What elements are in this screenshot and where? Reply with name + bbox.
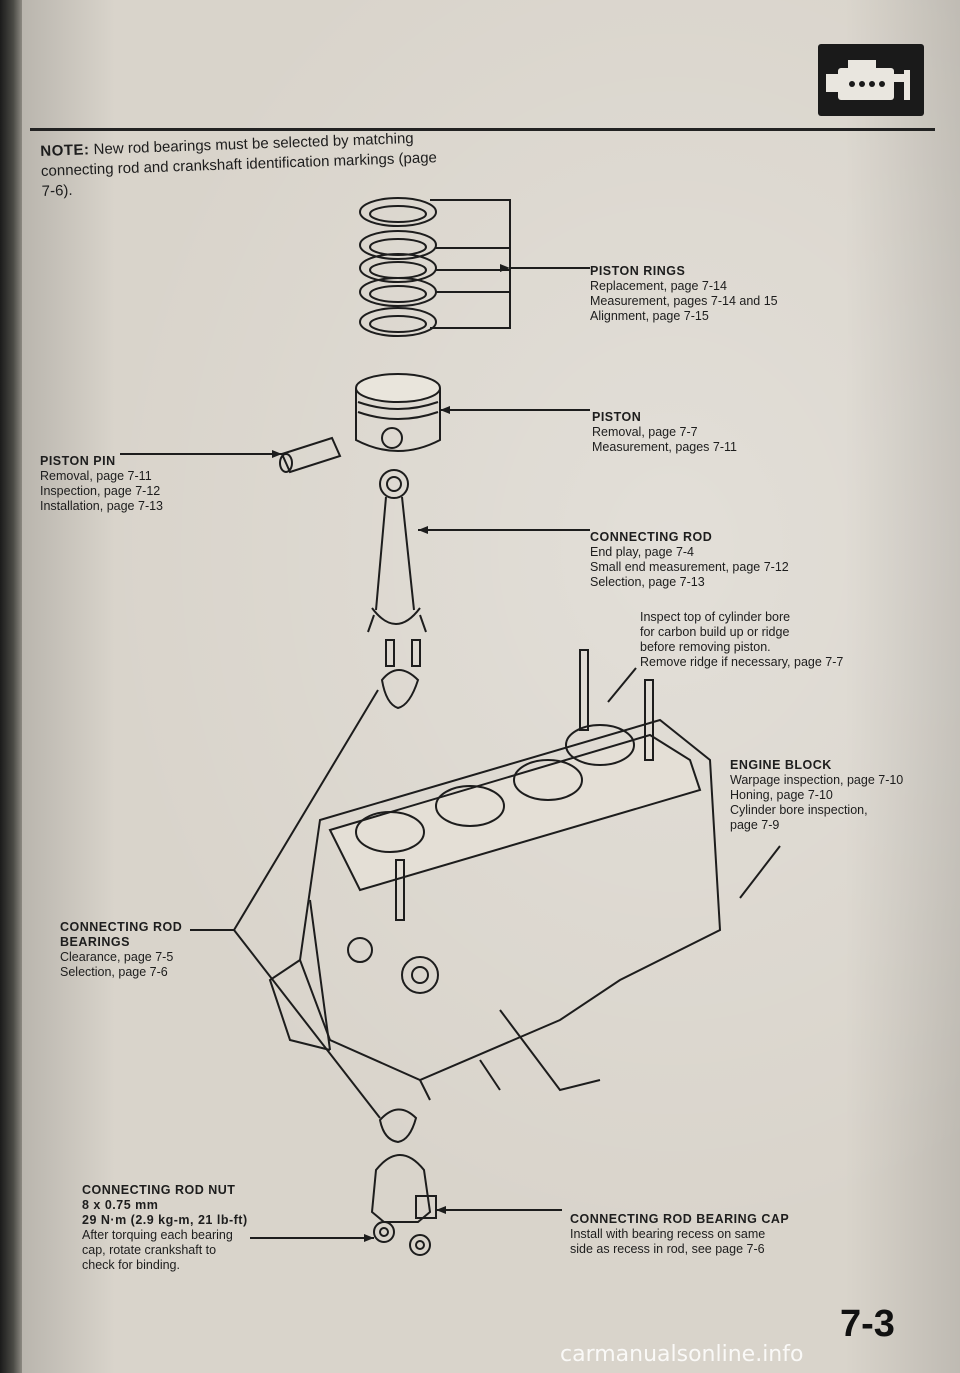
callout-line: side as recess in rod, see page 7-6 [570,1242,765,1256]
callout-line: Alignment, page 7-15 [590,309,709,323]
callout-line: Measurement, pages 7-14 and 15 [590,294,778,308]
engine-icon [818,44,924,116]
connecting-rod-illustration [367,469,590,667]
callout-line: cap, rotate crankshaft to [82,1243,217,1257]
callout-piston-rings: PISTON RINGS Replacement, page 7-14 Meas… [590,264,778,324]
callout-title: CONNECTING ROD [590,530,713,544]
callout-connecting-rod: CONNECTING ROD End play, page 7-4 Small … [590,530,789,590]
bearings-leader-lower [233,929,381,1119]
callout-line: page 7-9 [730,818,780,832]
callout-line: Installation, page 7-13 [40,499,164,513]
callout-line: Selection, page 7-6 [60,965,168,979]
callout-title: CONNECTING ROD BEARING CAP [570,1212,790,1226]
callout-line: Removal, page 7-11 [40,469,152,483]
bearing-cap-illustration [370,1154,562,1223]
callout-cylinder-bore: Inspect top of cylinder bore for carbon … [640,610,843,670]
callout-rod-bearings: CONNECTING ROD BEARINGS Clearance, page … [60,920,182,980]
callout-line: for carbon build up or ridge [640,625,790,639]
callout-line: 29 N·m (2.9 kg-m, 21 lb-ft) [82,1213,248,1227]
callout-line: Inspection, page 7-12 [40,484,161,498]
engine-block-leader [739,845,781,899]
upper-bearing-shell [380,669,420,710]
callout-line: before removing piston. [640,640,771,654]
callout-line: Removal, page 7-7 [592,425,698,439]
callout-piston: PISTON Removal, page 7-7 Measurement, pa… [592,410,737,455]
callout-title: PISTON PIN [40,454,116,468]
callout-line: Warpage inspection, page 7-10 [730,773,904,787]
callout-line: End play, page 7-4 [590,545,695,559]
header-rule [30,128,935,131]
callout-piston-pin: PISTON PIN Removal, page 7-11 Inspection… [40,454,163,514]
callout-line: Remove ridge if necessary, page 7-7 [640,655,844,669]
piston-rings-illustration [359,197,590,337]
piston-illustration [355,373,590,452]
callout-line: Cylinder bore inspection, [730,803,868,817]
callout-rod-nut: CONNECTING ROD NUT 8 x 0.75 mm 29 N·m (2… [82,1183,248,1273]
piston-pin-illustration [120,436,342,474]
callout-line: Measurement, pages 7-11 [592,440,737,454]
callout-line: Clearance, page 7-5 [60,950,174,964]
rod-nuts-illustration [250,1221,431,1256]
watermark: carmanualsonline.info [560,1342,804,1367]
book-gutter [0,0,22,1373]
cylinder-bore-leader [607,667,637,703]
callout-line: Install with bearing recess on same [570,1227,766,1241]
callout-title: PISTON RINGS [590,264,686,278]
callout-bearing-cap: CONNECTING ROD BEARING CAP Install with … [570,1212,789,1257]
callout-engine-block: ENGINE BLOCK Warpage inspection, page 7-… [730,758,903,833]
callout-line: Replacement, page 7-14 [590,279,727,293]
callout-line: Selection, page 7-13 [590,575,705,589]
engine-block-illustration [268,649,722,1101]
callout-title: BEARINGS [60,935,130,949]
callout-line: After torquing each bearing [82,1228,233,1242]
callout-line: check for binding. [82,1258,180,1272]
callout-line: Small end measurement, page 7-12 [590,560,789,574]
callout-line: 8 x 0.75 mm [82,1198,159,1212]
callout-title: CONNECTING ROD [60,920,183,934]
callout-title: ENGINE BLOCK [730,758,832,772]
lower-bearing-shell [378,1108,418,1144]
callout-line: Honing, page 7-10 [730,788,833,802]
callout-title: PISTON [592,410,642,424]
callout-title: CONNECTING ROD NUT [82,1183,236,1197]
callout-line: Inspect top of cylinder bore [640,610,791,624]
page-number: 7-3 [840,1303,895,1345]
bearings-leader-upper [190,689,379,931]
